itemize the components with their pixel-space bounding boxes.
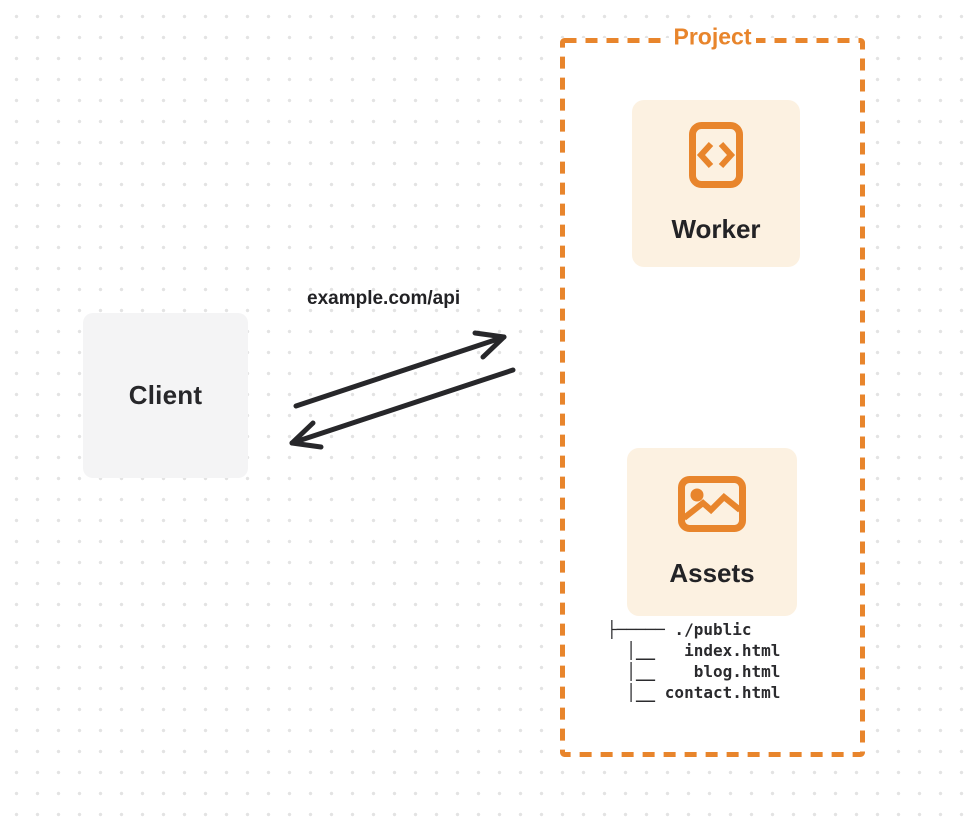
image-icon — [678, 475, 746, 532]
client-node: Client — [83, 313, 248, 478]
client-label: Client — [128, 380, 203, 410]
project-boundary: Project Worker Assets ├───── ./public │_… — [560, 23, 865, 757]
worker-label: Worker — [671, 214, 761, 244]
arrow-project-to-client — [289, 367, 516, 450]
worker-node: Worker — [632, 100, 800, 267]
request-url-label: example.com/api — [307, 288, 461, 309]
code-file-icon — [689, 122, 743, 188]
arrow-client-to-project — [293, 330, 507, 409]
assets-node: Assets — [627, 448, 797, 616]
project-label: Project — [668, 23, 757, 51]
assets-file-tree: ├───── ./public │__ index.html │__ blog.… — [607, 620, 781, 702]
assets-label: Assets — [669, 557, 755, 588]
